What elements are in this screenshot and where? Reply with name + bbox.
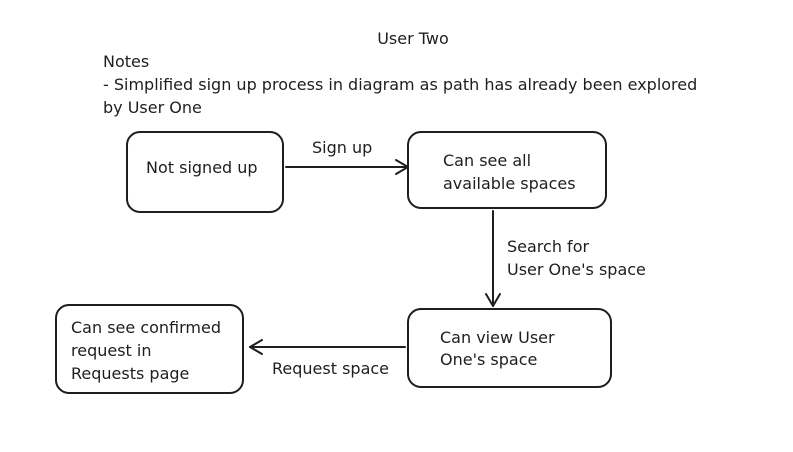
node-not-signed-up-label: Not signed up — [146, 158, 258, 177]
node-confirmed-request-line-3: Requests page — [71, 364, 190, 383]
node-view-user-one-space-line-2: One's space — [440, 350, 538, 369]
notes: Notes - Simplified sign up process in di… — [103, 50, 697, 119]
edge-label-search-line-1: Search for — [507, 237, 590, 256]
notes-heading: Notes — [103, 52, 150, 71]
diagram-title: User Two — [377, 29, 449, 48]
edge-label-request-space: Request space — [272, 359, 390, 378]
node-confirmed-request — [55, 304, 244, 394]
node-see-available-spaces — [407, 131, 607, 209]
node-view-user-one-space — [407, 308, 612, 388]
edge-label-sign-up: Sign up — [312, 138, 373, 157]
edge-search-arrow — [485, 210, 501, 307]
edge-request-space-arrow — [249, 339, 406, 355]
node-confirmed-request-line-2: request in — [71, 341, 152, 360]
edge-sign-up-arrow — [285, 159, 409, 175]
node-confirmed-request-line-1: Can see confirmed — [71, 318, 221, 337]
node-see-available-spaces-line-1: Can see all — [443, 151, 532, 170]
edge-label-search-line-2: User One's space — [507, 260, 646, 279]
node-view-user-one-space-line-1: Can view User — [440, 328, 555, 347]
node-see-available-spaces-line-2: available spaces — [443, 174, 576, 193]
notes-line-2: by User One — [103, 98, 202, 117]
notes-line-1: - Simplified sign up process in diagram … — [103, 75, 698, 94]
node-not-signed-up — [126, 131, 284, 213]
